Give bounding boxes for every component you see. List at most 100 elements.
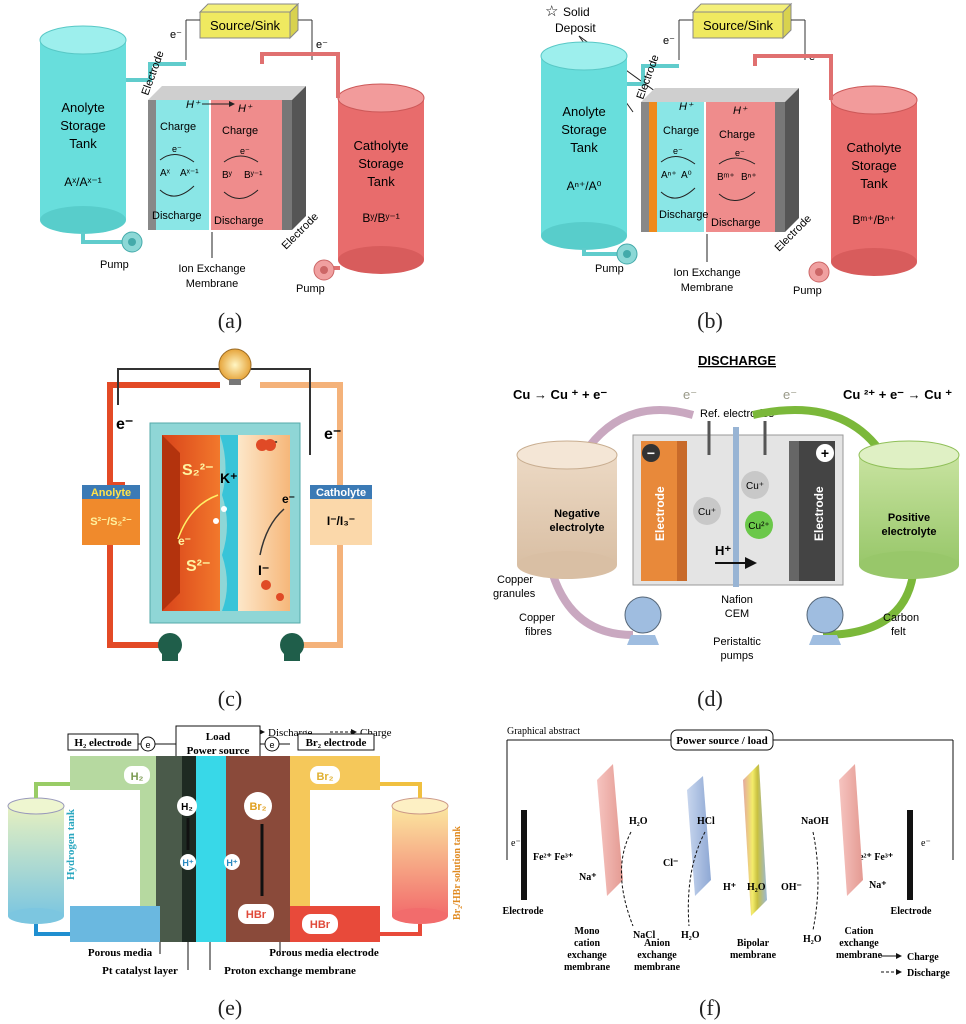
plus-sign: + bbox=[821, 445, 829, 461]
anolyte-tank-b-line3: Tank bbox=[570, 140, 598, 155]
caption-f: (f) bbox=[699, 995, 721, 1020]
charge-label-left: Charge bbox=[160, 121, 196, 133]
h2-inner-label: H₂ bbox=[181, 802, 193, 813]
react-right-a-b: Bᵐ⁺ bbox=[717, 172, 735, 183]
catholyte-tank-b: Catholyte Storage Tank Bᵐ⁺/Bⁿ⁺ bbox=[830, 85, 918, 276]
electron-e-left: e bbox=[145, 740, 150, 750]
electrode-f-left-label: Electrode bbox=[503, 906, 544, 917]
h2-electrode-label: H₂ electrode bbox=[74, 737, 131, 749]
naoh-label: NaOH bbox=[801, 816, 829, 827]
mono-cation-line4: membrane bbox=[564, 962, 611, 973]
react-left-b-b: A⁰ bbox=[681, 170, 692, 181]
react-left-b: Aˣ⁻¹ bbox=[180, 168, 199, 179]
source-sink-box-b: Source/Sink bbox=[691, 2, 793, 40]
right-equation: Cu ²⁺ + e⁻ → Cu ⁺ bbox=[843, 387, 952, 402]
minus-sign: − bbox=[647, 445, 655, 461]
pump-left-icon-b bbox=[616, 243, 638, 265]
catholyte-tank-b-line3: Tank bbox=[860, 176, 888, 191]
legend-charge-label: Charge bbox=[907, 952, 939, 963]
h2o-2-label: H₂O bbox=[681, 930, 700, 941]
pump-label-right-b: Pump bbox=[793, 285, 822, 297]
anolyte-species-b: Aⁿ⁺/A⁰ bbox=[567, 179, 602, 193]
porous-electrode-label: Porous media electrode bbox=[269, 947, 379, 959]
power-load-label: Power source / load bbox=[676, 735, 768, 747]
s2-label: S²⁻ bbox=[186, 558, 210, 575]
pt-catalyst-label: Pt catalyst layer bbox=[102, 965, 178, 977]
positive-electrolyte-line1: Positive bbox=[888, 512, 930, 524]
cl-label: Cl⁻ bbox=[663, 858, 678, 869]
br-tank bbox=[391, 797, 449, 924]
panel-a: Source/Sink e⁻ e⁻ Anolyte Storage Tank A… bbox=[39, 2, 425, 295]
mono-cation-membrane bbox=[597, 764, 623, 896]
membrane-label-b-line2: Membrane bbox=[681, 282, 734, 294]
pump-left-icon bbox=[121, 231, 143, 253]
solid-deposit-line2: Deposit bbox=[555, 21, 596, 35]
caption-a: (a) bbox=[217, 308, 243, 333]
hydrogen-tank bbox=[7, 797, 65, 924]
electron-e-right: e bbox=[269, 740, 274, 750]
electron-c-left: e⁻ bbox=[116, 416, 133, 433]
electrode-f-left bbox=[521, 810, 527, 900]
nafion-line1: Nafion bbox=[721, 594, 753, 606]
e-label-a1: e⁻ bbox=[172, 144, 182, 154]
h2-label-e: H₂ bbox=[131, 771, 144, 783]
light-bulb-icon bbox=[218, 348, 252, 385]
power-source-label: Power source bbox=[187, 745, 250, 757]
react-left-a: Aˣ bbox=[160, 168, 171, 179]
anolyte-tank-b-line2: Storage bbox=[561, 122, 607, 137]
anolyte-tank: Anolyte Storage Tank Aˣ/Aˣ⁻¹ bbox=[39, 25, 127, 234]
h-plus-left-b: H⁺ bbox=[679, 101, 694, 113]
h-plus-left: H⁺ bbox=[186, 99, 201, 111]
h2o-1-label: H₂O bbox=[629, 816, 648, 827]
catholyte-species: Bʸ/Bʸ⁻¹ bbox=[362, 211, 399, 225]
cation-membrane bbox=[839, 764, 863, 896]
discharge-label-right: Discharge bbox=[214, 215, 264, 227]
discharge-title-d: DISCHARGE bbox=[698, 353, 776, 368]
i-minus-label: I⁻ bbox=[258, 562, 269, 578]
br2-inner-label: Br₂ bbox=[249, 801, 266, 813]
cu-2plus: Cu²⁺ bbox=[748, 521, 769, 532]
proton-membrane-label: Proton exchange membrane bbox=[224, 965, 356, 977]
cation-line1: Cation bbox=[845, 926, 874, 937]
catholyte-tank-line2: Storage bbox=[358, 156, 404, 171]
br-tank-label: Br₂/HBr solution tank bbox=[452, 826, 463, 920]
caption-d: (d) bbox=[697, 686, 723, 711]
pump-c-right-icon bbox=[280, 633, 304, 661]
pump-d-left-icon bbox=[624, 596, 662, 645]
electrode-f-right bbox=[907, 810, 913, 900]
cell-block-b bbox=[641, 88, 799, 232]
source-sink-box: Source/Sink bbox=[198, 2, 300, 40]
bipolar-membrane bbox=[743, 764, 767, 916]
panel-b: ☆ Solid Deposit Source/Sink e⁻ e⁻ Anolyt… bbox=[540, 2, 918, 297]
caption-c: (c) bbox=[217, 686, 243, 711]
cu-plus-left: Cu⁺ bbox=[698, 507, 716, 518]
h-plus-1-label: H⁺ bbox=[182, 858, 193, 868]
h-plus-f-label: H⁺ bbox=[723, 882, 736, 893]
solid-deposit-layer bbox=[649, 102, 657, 232]
na-left-label: Na⁺ bbox=[579, 872, 597, 883]
react-right-b: Bʸ⁻¹ bbox=[244, 170, 263, 181]
catholyte-tank-b-line2: Storage bbox=[851, 158, 897, 173]
react-left-a-b: Aⁿ⁺ bbox=[661, 170, 677, 181]
mono-cation-line1: Mono bbox=[575, 926, 600, 937]
membrane-label-b-line1: Ion Exchange bbox=[673, 267, 740, 279]
electrode-d-left: Electrode bbox=[653, 486, 667, 541]
copper-fibres-line1: Copper bbox=[519, 612, 555, 624]
br2-electrode-label: Br₂ electrode bbox=[306, 737, 367, 749]
pump-label-right: Pump bbox=[296, 283, 325, 295]
electron-c-right: e⁻ bbox=[324, 426, 341, 443]
charge-label-right: Charge bbox=[222, 125, 258, 137]
catholyte-tank-c: Catholyte I⁻/I₃⁻ bbox=[310, 485, 372, 545]
left-equation: Cu → Cu ⁺ + e⁻ bbox=[513, 387, 607, 402]
bipolar-line1: Bipolar bbox=[737, 938, 770, 949]
na-right-label: Na⁺ bbox=[869, 880, 887, 891]
anolyte-tank-c: Anolyte S²⁻/S₂²⁻ bbox=[82, 485, 140, 545]
hydrogen-tank-label: Hydrogen tank bbox=[65, 808, 77, 880]
negative-electrolyte-line1: Negative bbox=[554, 508, 600, 520]
cell-d bbox=[632, 421, 844, 587]
cu-plus-right: Cu⁺ bbox=[746, 481, 764, 492]
copper-granules-line1: Copper bbox=[497, 574, 533, 586]
anion-line1: Anion bbox=[644, 938, 671, 949]
catholyte-tank-line3: Tank bbox=[367, 174, 395, 189]
solid-deposit-line1: Solid bbox=[563, 5, 590, 19]
